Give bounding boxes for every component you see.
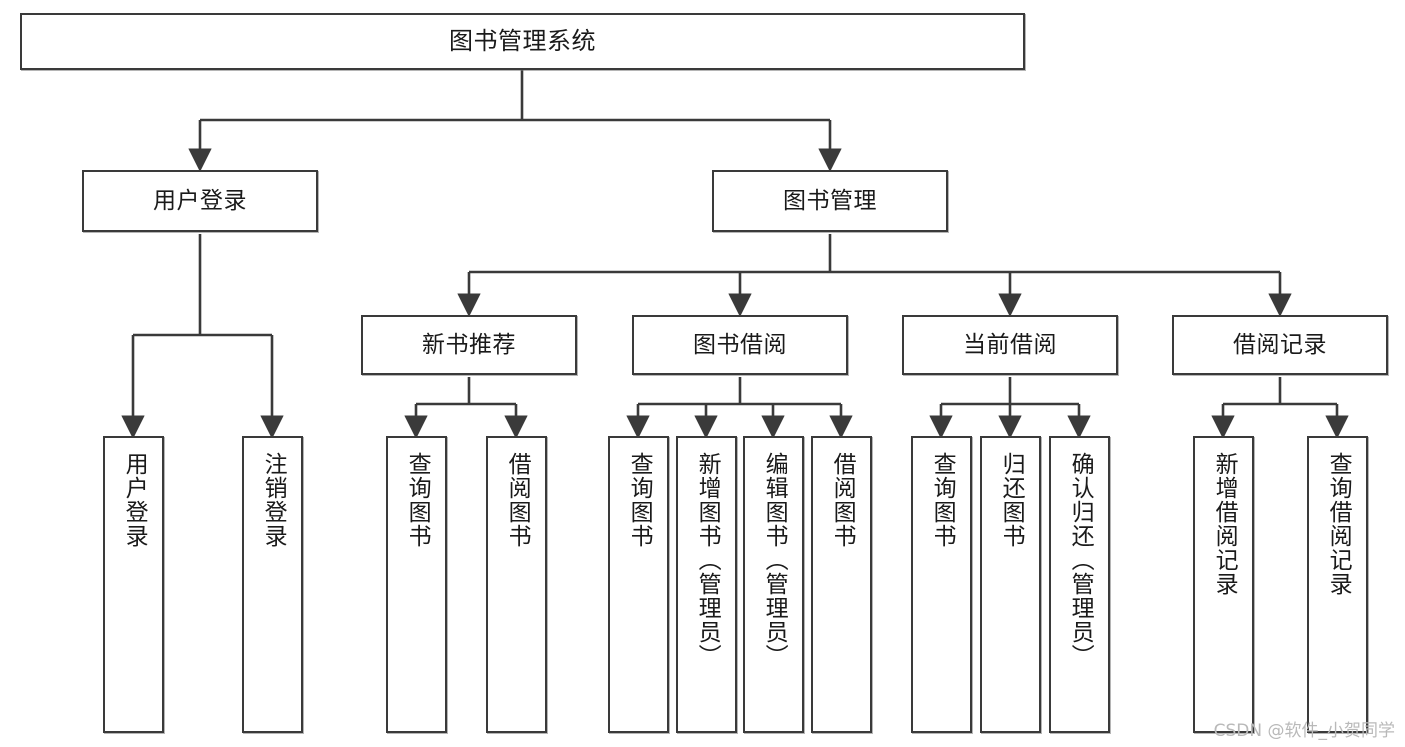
node-label: 图书管理系统 — [449, 26, 596, 55]
node-label: 归还图书 — [998, 452, 1025, 548]
node-label: 注销登录 — [260, 452, 287, 548]
node-label: 图书借阅 — [693, 331, 787, 358]
node-leaf-query-book-borrow[interactable]: 查询图书 — [608, 436, 669, 733]
node-leaf-borrow-book[interactable]: 借阅图书 — [811, 436, 872, 733]
node-label: 查询借阅记录 — [1325, 452, 1352, 596]
node-label: 当前借阅 — [963, 331, 1057, 358]
node-leaf-logout-login[interactable]: 注销登录 — [242, 436, 303, 733]
node-label: 新书推荐 — [422, 331, 516, 358]
node-label: 借阅图书 — [829, 452, 856, 548]
node-current-borrow[interactable]: 当前借阅 — [902, 315, 1118, 375]
node-label: 查询图书 — [404, 452, 431, 548]
csdn-watermark: CSDN @软件_小贺同学 — [1213, 721, 1395, 741]
node-leaf-return-book[interactable]: 归还图书 — [980, 436, 1041, 733]
node-book-management[interactable]: 图书管理 — [712, 170, 948, 232]
node-label: 用户登录 — [153, 187, 247, 214]
node-new-book-recommend[interactable]: 新书推荐 — [361, 315, 577, 375]
node-leaf-query-book-recommend[interactable]: 查询图书 — [386, 436, 447, 733]
node-label: 查询图书 — [626, 452, 653, 548]
node-label: 图书管理 — [783, 187, 877, 214]
node-leaf-confirm-return[interactable]: 确认归还（管理员） — [1049, 436, 1110, 733]
node-label: 借阅记录 — [1233, 331, 1327, 358]
node-leaf-add-book[interactable]: 新增图书（管理员） — [676, 436, 737, 733]
node-label: 新增图书（管理员） — [694, 452, 721, 668]
node-leaf-edit-book[interactable]: 编辑图书（管理员） — [743, 436, 804, 733]
node-leaf-borrow-book-recommend[interactable]: 借阅图书 — [486, 436, 547, 733]
node-label: 确认归还（管理员） — [1067, 452, 1094, 668]
node-leaf-query-book-current[interactable]: 查询图书 — [911, 436, 972, 733]
node-user-login[interactable]: 用户登录 — [82, 170, 318, 232]
node-leaf-query-borrow-record[interactable]: 查询借阅记录 — [1307, 436, 1368, 733]
node-borrow-record[interactable]: 借阅记录 — [1172, 315, 1388, 375]
node-root-book-management-system[interactable]: 图书管理系统 — [20, 13, 1025, 70]
node-label: 新增借阅记录 — [1211, 452, 1238, 596]
node-book-borrow[interactable]: 图书借阅 — [632, 315, 848, 375]
node-label: 编辑图书（管理员） — [761, 452, 788, 668]
node-label: 用户登录 — [121, 452, 148, 548]
node-leaf-user-login[interactable]: 用户登录 — [103, 436, 164, 733]
node-label: 借阅图书 — [504, 452, 531, 548]
node-leaf-add-borrow-record[interactable]: 新增借阅记录 — [1193, 436, 1254, 733]
node-label: 查询图书 — [929, 452, 956, 548]
